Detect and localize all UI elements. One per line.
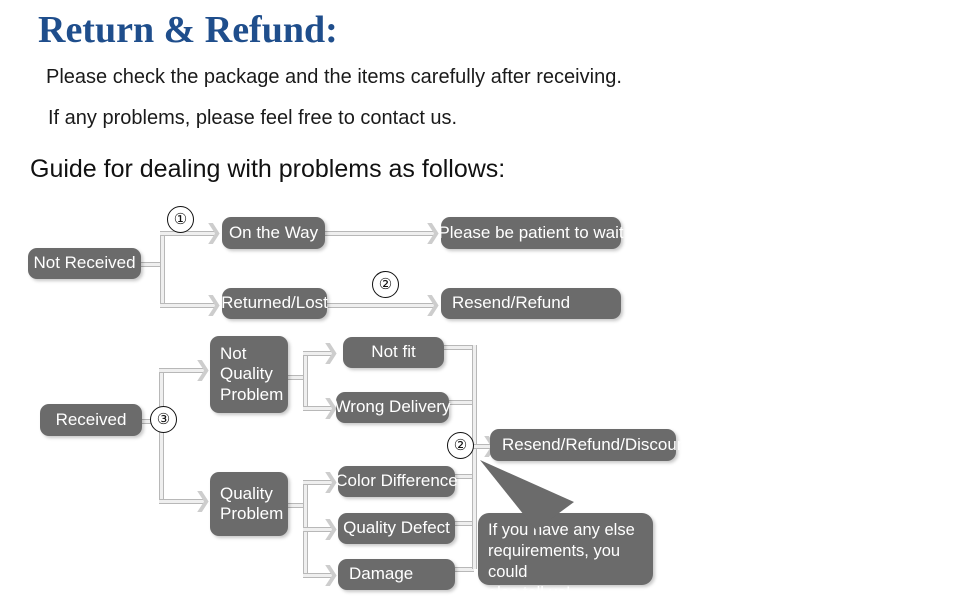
node-quality-problem[interactable]: Quality Problem [210, 472, 288, 536]
intro-line-2: If any problems, please feel free to con… [48, 107, 458, 129]
arrow-to-damage-icon: ❯ [322, 562, 340, 586]
connector-nqp-out [288, 375, 306, 380]
arrow-to-not-fit-icon: ❯ [322, 340, 340, 364]
connector-on-the-way-to-wait [325, 231, 435, 236]
connector-received-bus [159, 368, 164, 502]
connector-to-quality-defect [303, 527, 333, 532]
connector-wrong-delivery-merge [449, 400, 474, 405]
connector-to-quality-problem [159, 499, 206, 504]
connector-not-received-bus [160, 231, 165, 306]
connector-to-on-the-way [160, 231, 218, 236]
connector-to-returned-lost [160, 303, 218, 308]
step-number-1: ① [167, 206, 194, 233]
connector-to-not-fit [303, 351, 333, 356]
connector-not-fit-merge [444, 345, 474, 350]
bubble-extra-requirements: If you have any else requirements, you c… [478, 513, 653, 602]
arrow-to-returned-lost-icon: ❯ [205, 292, 223, 316]
arrow-to-color-difference-icon: ❯ [322, 469, 340, 493]
node-not-quality-problem[interactable]: Not Quality Problem [210, 336, 288, 413]
node-resend-refund[interactable]: Resend/Refund [441, 288, 621, 319]
arrow-to-wrong-delivery-icon: ❯ [322, 395, 340, 419]
node-damage[interactable]: Damage [338, 559, 455, 590]
arrow-to-resend-refund-icon: ❯ [424, 292, 442, 316]
guide-heading: Guide for dealing with problems as follo… [30, 155, 506, 183]
connector-to-wrong-delivery [303, 406, 333, 411]
connector-qp-out [288, 503, 306, 508]
connector-not-received-out [141, 262, 163, 267]
connector-merge-to-resend-discount [472, 444, 490, 449]
node-not-fit[interactable]: Not fit [343, 337, 444, 368]
step-number-2-top: ② [372, 271, 399, 298]
intro-line-1: Please check the package and the items c… [46, 66, 622, 88]
connector-nqp-bus [303, 351, 308, 408]
arrow-to-please-wait-icon: ❯ [424, 220, 442, 244]
node-quality-defect[interactable]: Quality Defect [338, 513, 455, 544]
node-on-the-way[interactable]: On the Way [222, 217, 325, 249]
arrow-to-quality-problem-icon: ❯ [194, 488, 212, 512]
arrow-to-not-quality-problem-icon: ❯ [194, 357, 212, 381]
connector-quality-defect-merge [455, 521, 474, 526]
node-received[interactable]: Received [40, 404, 142, 436]
node-color-difference[interactable]: Color Difference [335, 466, 458, 497]
connector-to-color-difference [303, 480, 333, 485]
connector-damage-merge [455, 567, 474, 572]
page-title: Return & Refund: [38, 9, 338, 51]
connector-returned-lost-to-resend [327, 303, 435, 308]
node-returned-lost[interactable]: Returned/Lost [221, 288, 328, 319]
node-not-received[interactable]: Not Received [28, 248, 141, 279]
connector-to-damage [303, 573, 333, 578]
node-wrong-delivery[interactable]: Wrong Delivery [335, 392, 450, 423]
node-resend-refund-discount[interactable]: Resend/Refund/Discount [490, 429, 691, 461]
connector-to-not-quality-problem [159, 368, 206, 373]
arrow-to-on-the-way-icon: ❯ [205, 220, 223, 244]
step-number-3: ③ [150, 406, 177, 433]
step-number-2-bottom: ② [447, 432, 474, 459]
arrow-to-quality-defect-icon: ❯ [322, 516, 340, 540]
bubble-tail-icon [480, 460, 574, 530]
connector-merge-bus [472, 345, 477, 569]
connector-color-difference-merge [455, 474, 474, 479]
node-please-be-patient-to-wait[interactable]: Please be patient to wait [438, 217, 624, 249]
